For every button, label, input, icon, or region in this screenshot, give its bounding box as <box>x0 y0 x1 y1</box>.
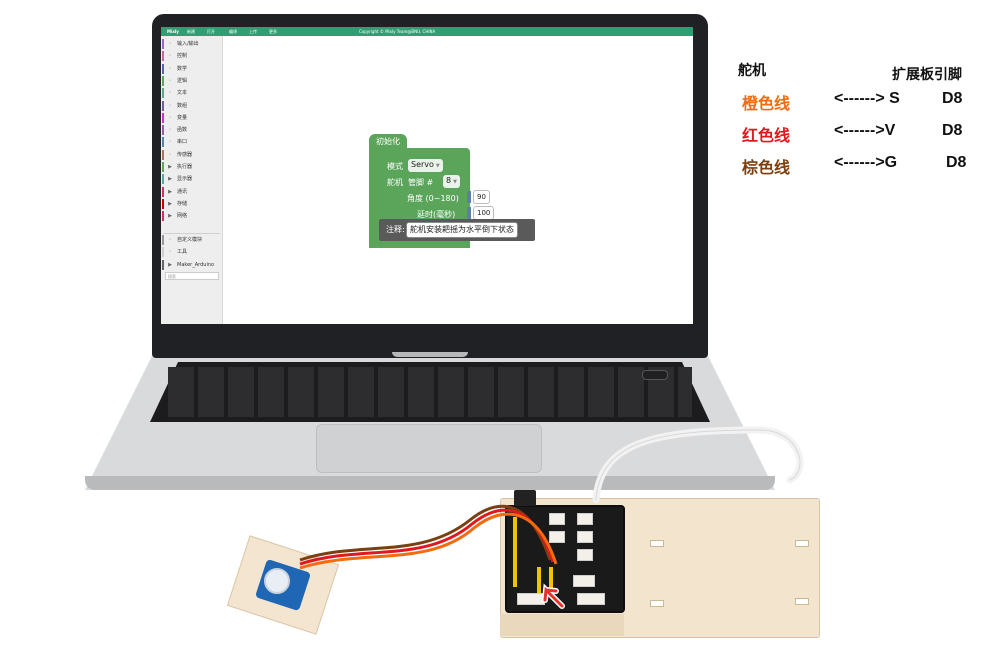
usb-cable <box>596 430 800 500</box>
servo-wire-red <box>300 510 553 564</box>
usb-cable-edge <box>596 430 800 500</box>
